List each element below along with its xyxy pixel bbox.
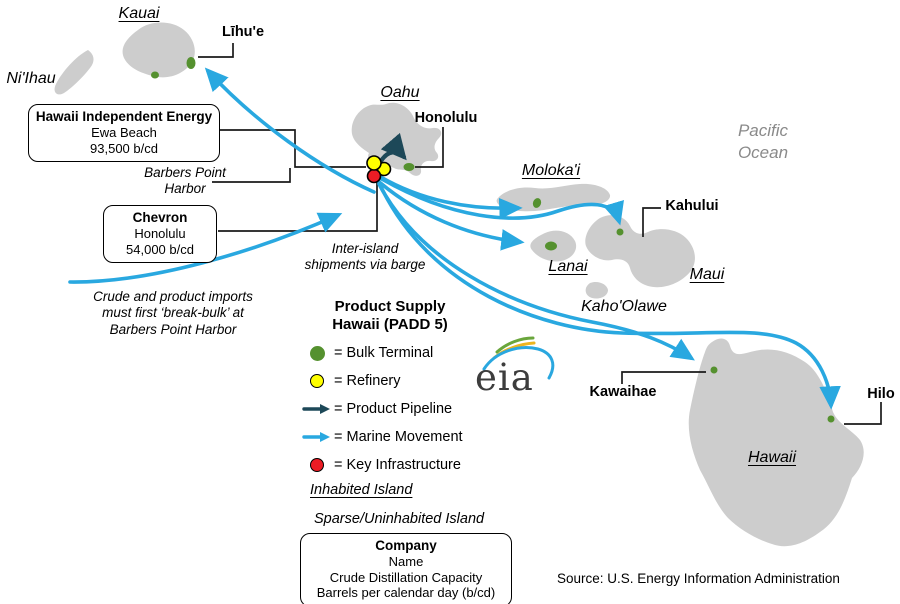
company-key-units: Barrels per calendar day (b/cd) bbox=[316, 585, 496, 601]
legend-item-key-infrastructure: = Key Infrastructure bbox=[300, 451, 515, 479]
legend-item-product-pipeline: = Product Pipeline bbox=[300, 395, 515, 423]
hie-company-name: Hawaii Independent Energy bbox=[35, 109, 213, 124]
legend-title-line1: Product Supply bbox=[334, 298, 446, 315]
island-kahoolawe-shape bbox=[585, 281, 608, 299]
marine-movement-arrows bbox=[68, 67, 841, 410]
arrow-barbers-to-molokai bbox=[377, 174, 523, 220]
key-infrastructure-icon bbox=[310, 458, 324, 473]
chevron-callout-box: Chevron Honolulu 54,000 b/cd bbox=[103, 205, 217, 264]
legend-title-line2: Hawaii (PADD 5) bbox=[332, 315, 448, 333]
city-label-kahului: Kahului bbox=[665, 198, 719, 214]
leader-honolulu bbox=[415, 127, 444, 168]
leader-barbers-point bbox=[212, 168, 291, 183]
leader-hilo bbox=[844, 402, 882, 425]
legend-label-bulk-terminal: = Bulk Terminal bbox=[334, 345, 434, 362]
marine-movement-icon bbox=[300, 431, 334, 443]
terminal-dot-kahului bbox=[616, 228, 624, 236]
legend-label-product-pipeline: = Product Pipeline bbox=[334, 401, 453, 418]
leader-lihue bbox=[198, 43, 234, 58]
barbers-point-harbor-label: Barbers Point Harbor bbox=[144, 165, 226, 197]
island-label-oahu: Oahu bbox=[380, 84, 420, 101]
arrow-barbers-to-kawaihae bbox=[377, 182, 695, 361]
island-label-hawaii: Hawaii bbox=[747, 449, 797, 466]
inhabited-island-key: Inhabited Island bbox=[310, 482, 413, 498]
key-infrastructure-dot bbox=[366, 168, 382, 184]
island-label-maui: Maui bbox=[689, 266, 725, 283]
bulk-terminal-icon bbox=[309, 345, 325, 361]
leader-hie-box bbox=[220, 129, 366, 168]
eia-logo: eia bbox=[475, 356, 534, 399]
source-attribution: Source: U.S. Energy Information Administ… bbox=[557, 571, 840, 586]
refinery-icon bbox=[310, 374, 324, 389]
refinery-dot-1 bbox=[366, 155, 382, 171]
arrow-barbers-to-kahului bbox=[378, 176, 624, 226]
eia-logo-swooshes bbox=[482, 336, 555, 380]
island-maui-shape bbox=[585, 215, 695, 288]
island-label-molokai: Moloka'i bbox=[521, 162, 581, 179]
terminal-dot-kawaihae bbox=[710, 366, 718, 374]
legend: Product Supply Hawaii (PADD 5) = Bulk Te… bbox=[300, 298, 515, 479]
city-label-honolulu: Honolulu bbox=[414, 110, 478, 126]
inter-island-note: Inter-island shipments via barge bbox=[304, 241, 426, 273]
terminal-dot-hilo bbox=[827, 415, 835, 423]
city-label-lihue: Līhu'e bbox=[221, 24, 265, 40]
island-label-kahoolawe: Kaho'Olawe bbox=[581, 298, 667, 315]
chevron-company-name: Chevron bbox=[132, 210, 188, 225]
eia-swoosh-blue bbox=[482, 346, 555, 380]
company-key-name: Name bbox=[388, 554, 424, 570]
leader-chevron-box bbox=[218, 176, 378, 232]
legend-item-marine-movement: = Marine Movement bbox=[300, 423, 515, 451]
island-label-lanai: Lanai bbox=[548, 258, 588, 275]
company-key-title: Company bbox=[375, 538, 437, 553]
pacific-ocean-label: Pacific Ocean bbox=[737, 121, 789, 163]
company-key-capacity: Crude Distillation Capacity bbox=[329, 569, 483, 585]
city-label-kawaihae: Kawaihae bbox=[589, 384, 657, 400]
company-key-box: Company Name Crude Distillation Capacity… bbox=[300, 533, 512, 604]
eia-swoosh-green bbox=[495, 336, 535, 354]
legend-item-refinery: = Refinery bbox=[300, 367, 515, 395]
barbers-point-cluster bbox=[366, 155, 392, 184]
island-niihau-shape bbox=[54, 50, 94, 95]
hie-capacity: 93,500 b/cd bbox=[90, 140, 158, 156]
arrow-barbers-to-kauai bbox=[204, 67, 376, 194]
crude-imports-note: Crude and product imports must first ‘br… bbox=[93, 289, 253, 337]
island-kauai-shape bbox=[122, 22, 195, 78]
legend-label-marine-movement: = Marine Movement bbox=[334, 429, 463, 446]
chevron-location: Honolulu bbox=[134, 226, 186, 242]
sparse-island-key: Sparse/Uninhabited Island bbox=[314, 511, 485, 527]
leader-kawaihae bbox=[621, 371, 706, 384]
island-label-kauai: Kauai bbox=[118, 5, 160, 22]
legend-item-bulk-terminal: = Bulk Terminal bbox=[300, 339, 515, 367]
leader-kahului bbox=[642, 207, 661, 237]
hie-location: Ewa Beach bbox=[91, 125, 157, 141]
city-label-hilo: Hilo bbox=[867, 386, 895, 402]
arrow-barbers-to-lanai bbox=[376, 179, 525, 251]
bulk-terminal-dots bbox=[151, 57, 835, 423]
island-label-niihau: Ni'Ihau bbox=[6, 70, 56, 87]
legend-label-refinery: = Refinery bbox=[334, 373, 401, 390]
terminal-dot-honolulu bbox=[403, 163, 415, 171]
legend-label-key-infrastructure: = Key Infrastructure bbox=[334, 457, 461, 474]
hie-callout-box: Hawaii Independent Energy Ewa Beach 93,5… bbox=[28, 104, 220, 163]
terminal-dot-lihue bbox=[186, 57, 196, 69]
terminal-dot-molokai bbox=[532, 198, 542, 208]
arrow-barbers-to-hilo bbox=[379, 185, 841, 410]
product-pipeline-icon bbox=[300, 403, 334, 415]
terminal-dot-kauai-south bbox=[151, 71, 159, 79]
terminal-dot-lanai bbox=[545, 241, 557, 251]
chevron-capacity: 54,000 b/cd bbox=[126, 241, 194, 257]
arrow-product-pipeline bbox=[378, 132, 407, 164]
